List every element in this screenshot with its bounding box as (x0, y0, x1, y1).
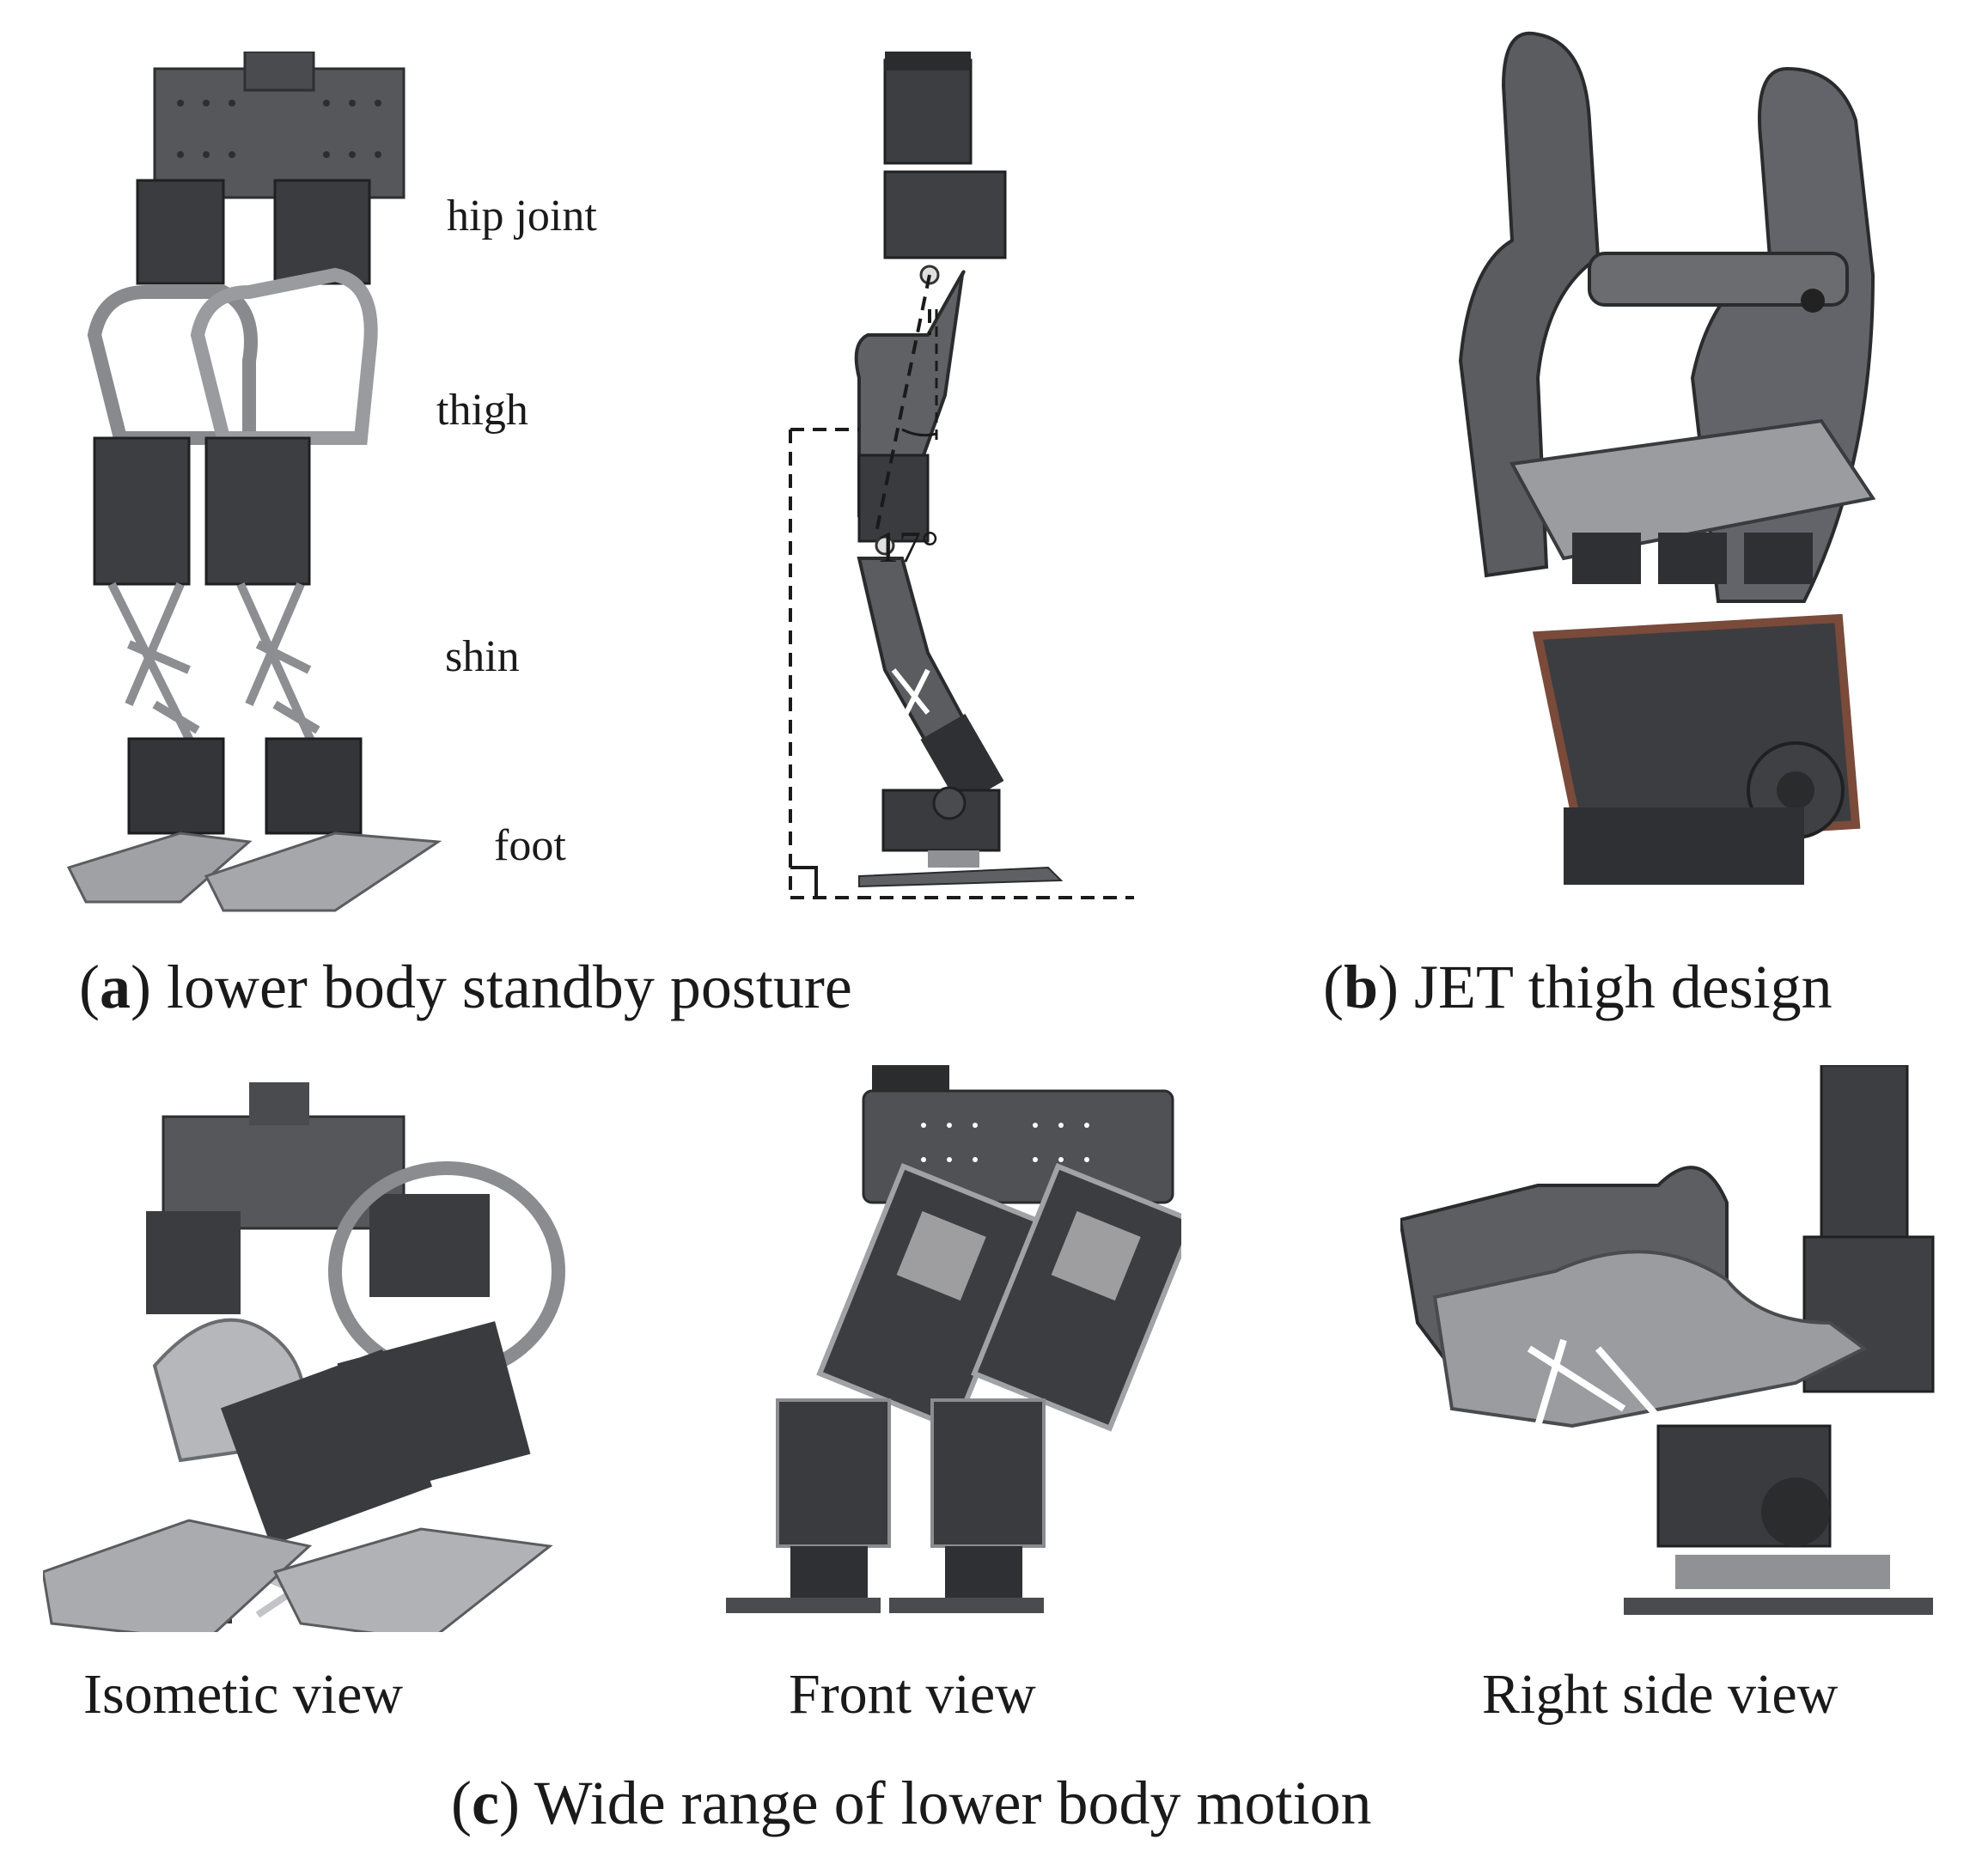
robot-legs-isometric (52, 52, 498, 919)
hip-joint-label: hip joint (447, 192, 597, 241)
caption-c: (c) Wide range of lower body motion (451, 1769, 1372, 1837)
isometric-view-label: Isometic view (83, 1663, 404, 1726)
caption-b-text: JET thigh design (1414, 953, 1833, 1021)
caption-a-letter: a (99, 953, 131, 1021)
caption-a-text: lower body standby posture (166, 953, 852, 1021)
shin-label: shin (445, 632, 520, 681)
crouch-side-render (1400, 1065, 1967, 1623)
caption-c-text: Wide range of lower body motion (534, 1769, 1372, 1837)
foot-label: foot (494, 821, 566, 870)
jet-thigh-render (1409, 17, 1942, 885)
caption-c-letter: c (471, 1769, 499, 1837)
crouch-front-render (726, 1065, 1181, 1623)
robot-leg-side-view (756, 52, 1151, 902)
caption-b: (b) JET thigh design (1323, 953, 1833, 1021)
caption-a: (a) lower body standby posture (79, 953, 852, 1021)
angle-label: 17° (876, 523, 939, 572)
right-side-view-label: Right side view (1482, 1663, 1839, 1726)
thigh-label: thigh (436, 386, 528, 435)
crouch-isometric-render (43, 1082, 644, 1632)
caption-b-letter: b (1343, 953, 1379, 1021)
front-view-label: Front view (789, 1663, 1036, 1726)
